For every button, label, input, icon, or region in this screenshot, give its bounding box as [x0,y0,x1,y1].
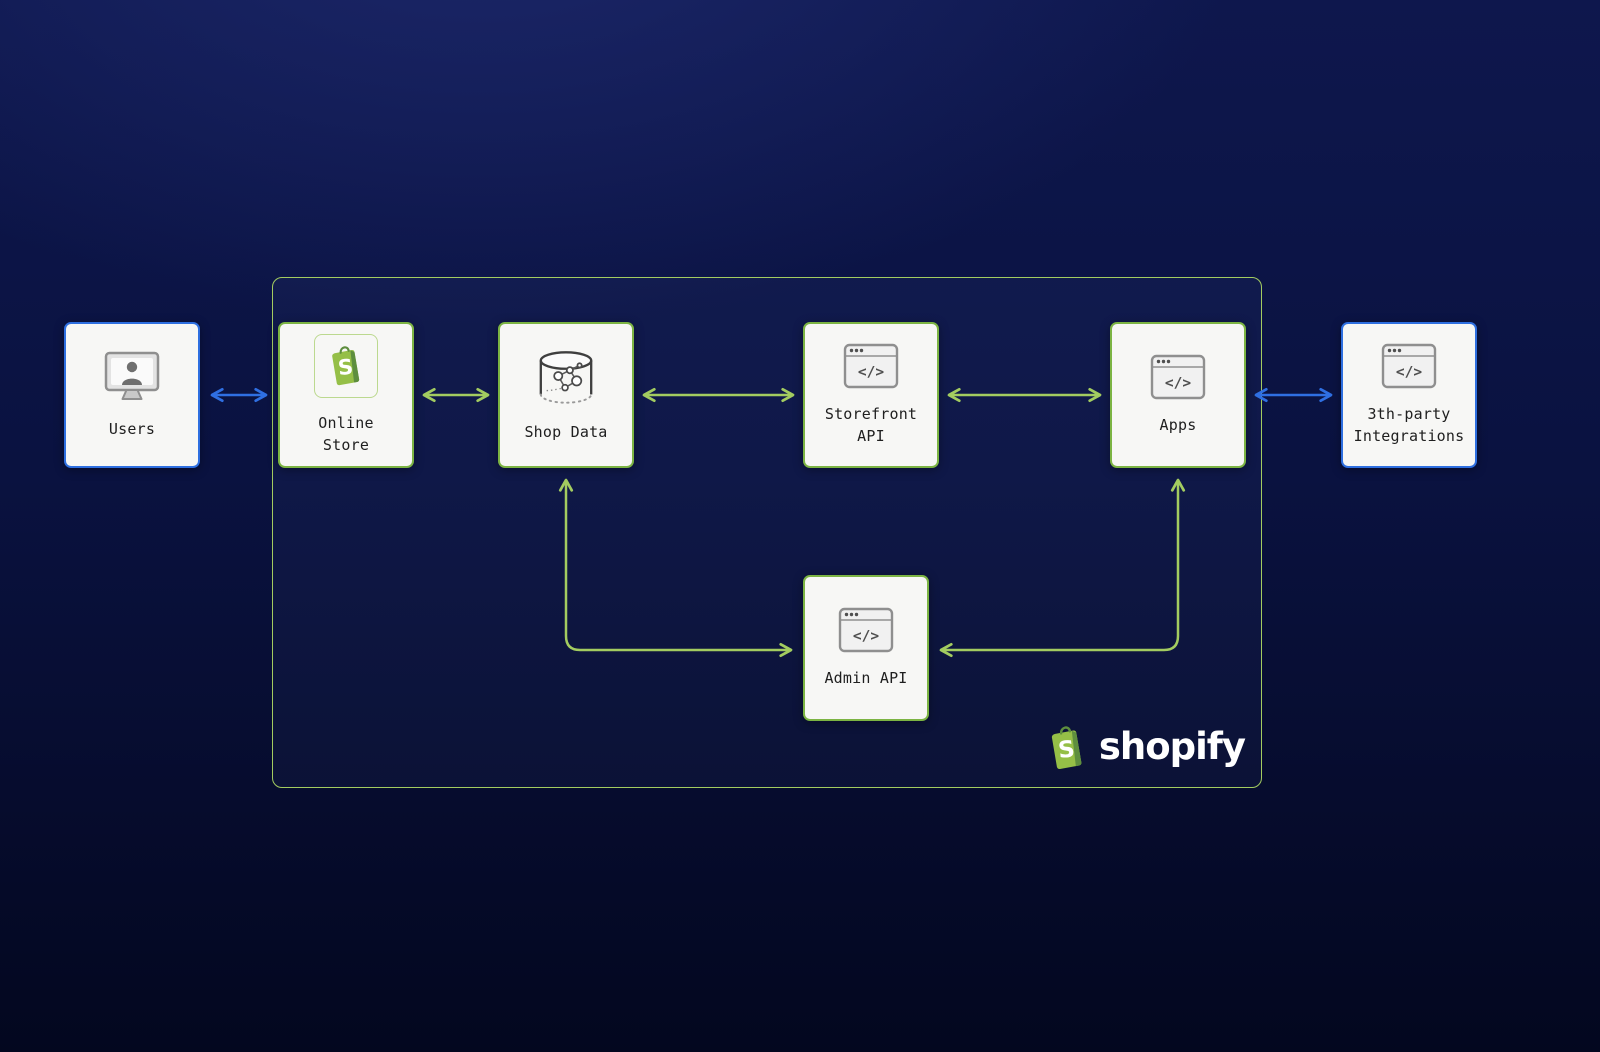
node-shop-data: Shop Data [498,322,634,468]
node-label-third-party: 3th-party Integrations [1353,404,1465,446]
node-label-apps: Apps [1159,415,1197,434]
database-icon [535,347,597,407]
node-label-users: Users [108,419,156,438]
node-users: Users [64,322,200,468]
code-window-icon: </> [838,607,894,653]
node-label-online-store: Online Store [318,413,374,455]
code-window-icon: </> [843,343,899,389]
code-glyph: </> [853,628,879,644]
shopify-bag-monogram: S [337,354,355,379]
monitor-user-icon [101,350,163,404]
code-glyph: </> [858,364,884,380]
shopify-bag-icon: S [314,333,378,398]
shopify-wordmark: shopify [1098,724,1246,768]
code-glyph: </> [1165,375,1191,391]
shopify-logo-bag-icon: S [1044,721,1090,775]
node-admin-api: </> Admin API [803,575,929,721]
shopify-logo: S shopify [1044,719,1246,777]
node-label-admin-api: Admin API [824,668,908,687]
node-apps: </> Apps [1110,322,1246,468]
code-window-icon: </> [1381,343,1437,389]
shopify-logo-monogram: S [1057,736,1076,764]
node-online-store: S Online Store [278,322,414,468]
node-label-storefront-api: Storefront API [824,404,918,446]
code-glyph: </> [1396,364,1422,380]
node-third-party-integrations: </> 3th-party Integrations [1341,322,1477,468]
node-label-shop-data: Shop Data [524,422,608,441]
node-storefront-api: </> Storefront API [803,322,939,468]
code-window-icon: </> [1150,354,1206,400]
